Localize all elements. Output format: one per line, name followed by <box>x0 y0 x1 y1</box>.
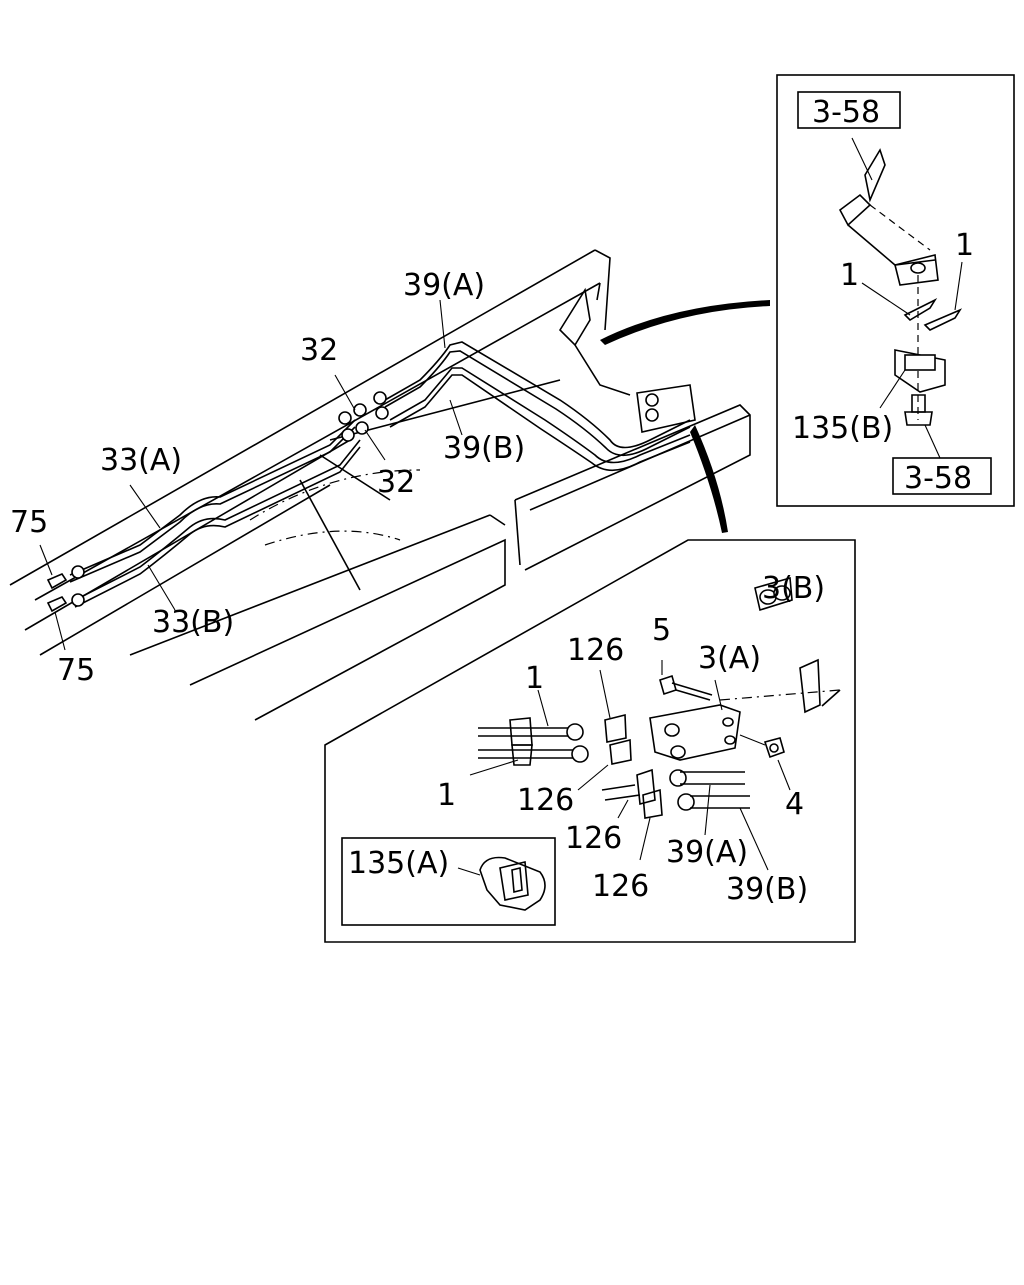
main-leaders <box>39 299 463 651</box>
label-126-top: 126 <box>567 633 624 668</box>
label-39b-detail: 39(B) <box>726 872 808 907</box>
ref-label-3-58-bottom: 3-58 <box>904 461 972 496</box>
detail-inset-top-right: 3-58 1 1 135(B) 3-58 <box>776 74 1015 507</box>
label-75-bottom: 75 <box>57 653 95 688</box>
label-3b: 3(B) <box>762 571 825 606</box>
label-126-mid: 126 <box>517 783 574 818</box>
chassis-frame <box>9 249 751 721</box>
ref-box-bottom <box>892 457 992 495</box>
label-32-bottom: 32 <box>377 465 415 500</box>
label-33a: 33(A) <box>100 443 182 478</box>
label-39a-detail: 39(A) <box>666 835 748 870</box>
label-1-lower: 1 <box>437 778 456 813</box>
label-4: 4 <box>785 787 804 822</box>
label-1-upper: 1 <box>525 661 544 696</box>
label-3a: 3(A) <box>698 641 761 676</box>
label-39a-main: 39(A) <box>403 268 485 303</box>
label-126-bottom: 126 <box>592 869 649 904</box>
label-135b: 135(B) <box>792 411 893 446</box>
label-126-lower: 126 <box>565 821 622 856</box>
detail-inset-bottom: 3(B) 5 3(A) 126 1 1 126 126 126 4 39(A) … <box>324 539 856 943</box>
inset1-label-1-left: 1 <box>840 258 859 293</box>
label-5: 5 <box>652 613 671 648</box>
brake-pipes <box>69 341 691 608</box>
sub-inset-135a <box>341 837 556 926</box>
pipe-joints-32 <box>338 391 389 442</box>
label-33b: 33(B) <box>152 605 234 640</box>
label-135a: 135(A) <box>348 846 449 881</box>
ref-box-top <box>797 91 901 129</box>
label-39b-main: 39(B) <box>443 431 525 466</box>
inset1-label-1-right: 1 <box>955 228 974 263</box>
label-75-top: 75 <box>10 505 48 540</box>
pipe-ends-75 <box>46 565 85 613</box>
pipe-bracket <box>636 384 696 433</box>
label-32-top: 32 <box>300 333 338 368</box>
ref-label-3-58-top: 3-58 <box>812 95 880 130</box>
